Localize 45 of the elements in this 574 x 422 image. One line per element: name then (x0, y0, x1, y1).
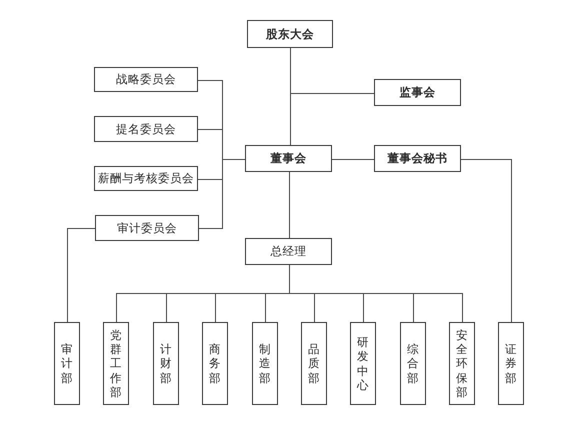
connector-line (289, 264, 463, 322)
department-box (103, 322, 129, 405)
department-box (153, 322, 179, 405)
org-box (95, 215, 199, 241)
department-name: 商务部 (209, 342, 221, 386)
unit-name: 股东大会 (266, 28, 314, 40)
unit-name: 战略委员会 (116, 73, 176, 86)
org-box (94, 166, 198, 191)
department-box (350, 322, 376, 405)
org-box (245, 145, 332, 172)
unit-name: 总经理 (270, 245, 306, 258)
connector-line (332, 159, 374, 160)
org-box (245, 238, 332, 265)
unit-name: 薪酬与考核委员会 (98, 172, 194, 185)
department-box (301, 322, 327, 405)
unit-name: 董事会秘书 (388, 152, 448, 165)
department-box (498, 322, 524, 405)
unit-name: 提名委员会 (116, 122, 176, 136)
unit-name: 审计委员会 (117, 222, 177, 234)
unit-name: 董事会 (270, 152, 306, 165)
department-name: 计财部 (160, 342, 172, 386)
connector-line (290, 48, 374, 94)
department-box (54, 322, 80, 405)
connector-line (198, 159, 246, 229)
org-box (94, 67, 198, 92)
department-box (252, 322, 278, 405)
connector-line (67, 228, 96, 322)
org-box (247, 20, 333, 48)
unit-name: 监事会 (400, 86, 436, 99)
connector-line (460, 159, 512, 322)
department-name: 综合部 (407, 342, 419, 386)
department-name: 党群工作部 (110, 328, 122, 400)
department-name: 证券部 (505, 342, 517, 386)
department-name: 品质部 (308, 342, 320, 386)
org-box (94, 116, 198, 142)
org-box (374, 145, 461, 172)
department-name: 审计部 (61, 342, 73, 386)
department-name: 研发中心 (357, 334, 369, 392)
department-box (449, 322, 475, 405)
department-name: 安全环保部 (456, 328, 468, 400)
connector-line (289, 172, 290, 238)
org-box (374, 79, 461, 106)
department-box (202, 322, 228, 405)
department-name: 制造部 (259, 342, 271, 386)
department-box (400, 322, 426, 405)
